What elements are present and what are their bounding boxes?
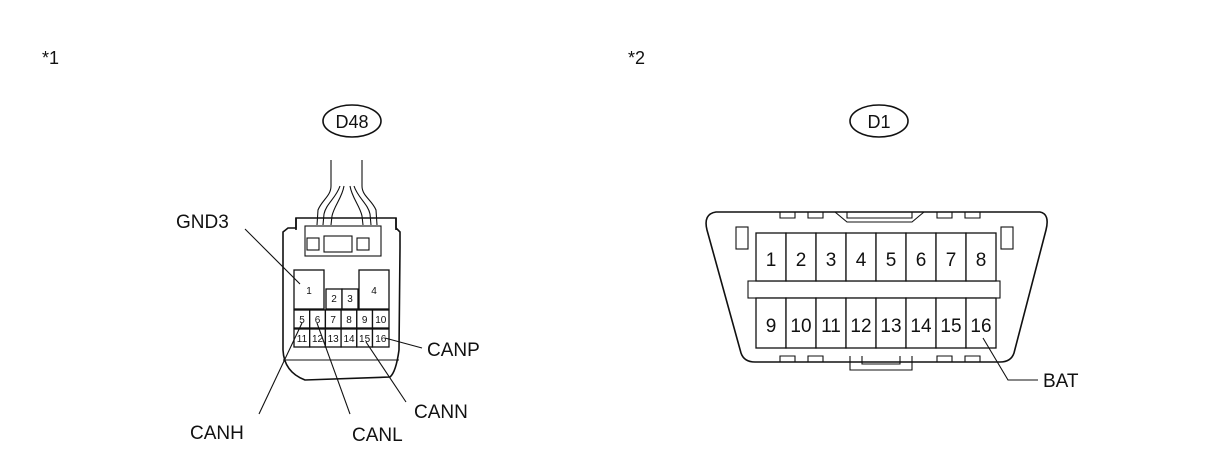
d1-pin-3: 3 — [826, 250, 837, 271]
d1-pin-15: 15 — [940, 316, 961, 337]
d48-id-text: D48 — [335, 112, 368, 132]
d48-pin-9: 9 — [362, 315, 368, 326]
d1-pin-11-cavity — [815, 297, 847, 349]
gnd3-leader — [244, 228, 301, 285]
d1-pin-1-cavity — [755, 232, 787, 282]
d1-pin-9-cavity — [755, 297, 787, 349]
d48-pin-4: 4 — [371, 286, 377, 297]
d1-pin-13-cavity — [875, 297, 907, 349]
d1-pin-6: 6 — [916, 250, 927, 271]
d1-pin-2-cavity — [785, 232, 817, 282]
d48-pin-7: 7 — [330, 315, 336, 326]
d48-pin-16-cavity — [371, 328, 390, 348]
bat-leader — [982, 337, 1038, 381]
d48-pin-14: 14 — [343, 334, 355, 345]
canh-leader — [258, 322, 303, 415]
d1-pin-10: 10 — [790, 316, 811, 337]
d1-pin-4-cavity — [845, 232, 877, 282]
d1-pin-8-cavity — [965, 232, 997, 282]
d48-pin-grid: 1 2 3 4 5 6 7 8 9 10 11 12 — [293, 269, 390, 348]
d1-pin-10-cavity — [785, 297, 817, 349]
d48-pin-1: 1 — [306, 286, 312, 297]
d48-pin-10: 10 — [375, 315, 387, 326]
d48-pin-5: 5 — [299, 315, 305, 326]
d1-connector-id: D1 — [849, 104, 909, 138]
d48-pin-2: 2 — [331, 294, 337, 305]
d1-pin-9: 9 — [766, 316, 777, 337]
d1-pin-1: 1 — [766, 250, 777, 271]
d48-pin-1-cavity — [293, 269, 325, 310]
d1-pin-4: 4 — [856, 250, 867, 271]
d48-pin-6: 6 — [315, 315, 321, 326]
d48-pin-8: 8 — [346, 315, 352, 326]
d1-id-bubble — [849, 104, 909, 138]
figure-2: *2 D1 1 2 3 — [628, 48, 1079, 392]
d1-pin-grid: 1 2 3 4 5 6 7 8 9 10 11 12 13 — [755, 232, 997, 349]
d1-pin-12: 12 — [850, 316, 871, 337]
figure-2-marker: *2 — [628, 48, 645, 68]
figure-1-marker: *1 — [42, 48, 59, 68]
d1-pin-2: 2 — [796, 250, 807, 271]
d1-pin-11: 11 — [821, 316, 841, 337]
d1-pin-3-cavity — [815, 232, 847, 282]
figure-1: *1 D48 1 2 — [42, 48, 480, 446]
d1-pin-14: 14 — [910, 316, 932, 337]
cann-leader — [365, 341, 407, 403]
d48-pin-3-cavity — [341, 288, 359, 310]
d48-connector-id: D48 — [322, 104, 382, 138]
d48-pin-13: 13 — [328, 334, 340, 345]
canp-label: CANP — [427, 340, 480, 361]
d1-pin-8: 8 — [976, 250, 987, 271]
d48-wire-harness — [316, 160, 378, 226]
d48-pin-12: 12 — [312, 334, 324, 345]
d1-pin-13: 13 — [880, 316, 901, 337]
d1-pin-16-cavity — [965, 297, 997, 349]
d1-id-text: D1 — [867, 112, 890, 132]
d1-pin-5: 5 — [886, 250, 897, 271]
d48-pin-4-cavity — [358, 269, 390, 310]
canp-leader — [384, 337, 423, 349]
gnd3-label: GND3 — [176, 212, 229, 233]
d48-pin-3: 3 — [347, 294, 353, 305]
bat-label: BAT — [1043, 371, 1079, 392]
d48-pin-16: 16 — [375, 334, 387, 345]
d48-connector-body — [282, 217, 401, 381]
canl-label: CANL — [352, 425, 403, 446]
d48-pin-11: 11 — [297, 334, 308, 345]
d1-pin-7: 7 — [946, 250, 957, 271]
d1-pin-16: 16 — [970, 316, 991, 337]
canl-leader — [316, 322, 351, 415]
d1-leader-lines — [982, 337, 1038, 381]
d1-pin-5-cavity — [875, 232, 907, 282]
d48-pin-10-cavity — [371, 309, 390, 329]
cann-label: CANN — [414, 402, 468, 423]
d48-id-bubble — [322, 104, 382, 138]
d48-leader-lines — [244, 228, 423, 415]
canh-label: CANH — [190, 423, 244, 444]
d1-pin-12-cavity — [845, 297, 877, 349]
d48-pin-15: 15 — [359, 334, 371, 345]
